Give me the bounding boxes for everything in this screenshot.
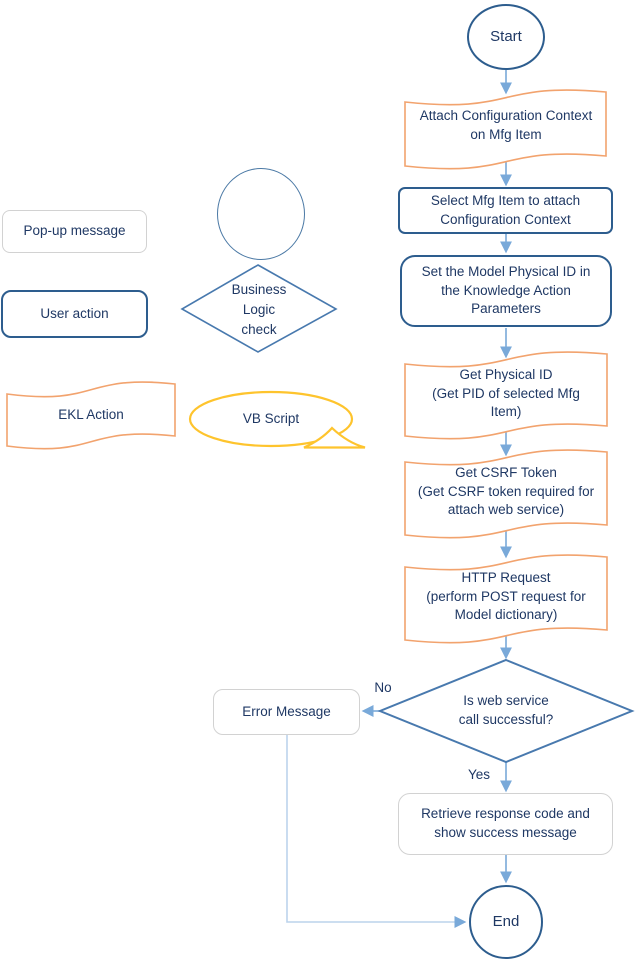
select-mfg-item-node: Select Mfg Item to attach Configuration …: [398, 187, 613, 234]
decision-no-label: No: [374, 679, 392, 695]
retrieve-response-label: Retrieve response code and show success …: [421, 806, 590, 840]
legend-vb-script-label: VB Script: [242, 410, 300, 426]
legend-vb-script-tail: [303, 426, 366, 449]
end-label: End: [492, 912, 520, 930]
tape-http-request: [404, 554, 608, 644]
http-request-label: HTTP Request (perform POST request for M…: [426, 569, 586, 623]
tape-attach-config-context: [404, 89, 607, 170]
get-csrf-token-label: Get CSRF Token (Get CSRF token required …: [417, 464, 595, 518]
tape-get-physical-id: [404, 351, 608, 440]
tape-get-csrf-token: [404, 449, 608, 539]
legend-circle-symbol: [217, 168, 305, 260]
error-message-node: Error Message: [213, 689, 360, 735]
legend-popup-message: Pop-up message: [2, 210, 147, 253]
legend-user-action-label: User action: [40, 305, 109, 321]
legend-vb-script-ellipse: [188, 390, 354, 448]
error-message-label: Error Message: [242, 703, 331, 719]
attach-config-context-label: Attach Configuration Context on Mfg Item: [419, 108, 593, 142]
connector-error-to-end: [286, 735, 467, 928]
end-node: End: [469, 885, 543, 959]
set-model-physical-id-node: Set the Model Physical ID in the Knowled…: [400, 255, 612, 327]
decision-label: Is web service call successful?: [458, 693, 554, 727]
decision-yes-label: Yes: [467, 766, 491, 782]
set-model-physical-id-label: Set the Model Physical ID in the Knowled…: [421, 264, 591, 317]
legend-business-logic-label: Business Logic check: [231, 281, 287, 338]
start-node: Start: [467, 4, 545, 70]
legend-ekl-action-label: EKL Action: [58, 406, 124, 422]
retrieve-response-node: Retrieve response code and show success …: [398, 793, 613, 855]
get-physical-id-label: Get Physical ID (Get PID of selected Mfg…: [432, 366, 580, 420]
legend-user-action: User action: [1, 290, 148, 338]
legend-ekl-action-tape: [6, 381, 176, 450]
select-mfg-item-label: Select Mfg Item to attach Configuration …: [430, 192, 581, 227]
start-label: Start: [490, 27, 522, 45]
legend-popup-message-label: Pop-up message: [23, 223, 126, 239]
decision-diamond: [377, 658, 635, 764]
legend-business-logic-diamond: [180, 264, 338, 353]
